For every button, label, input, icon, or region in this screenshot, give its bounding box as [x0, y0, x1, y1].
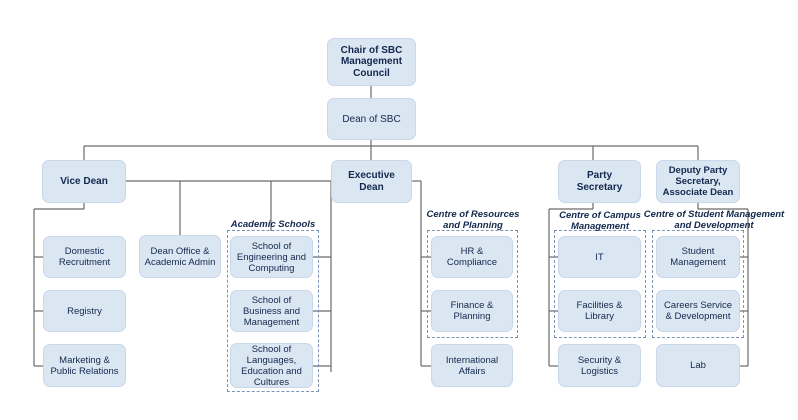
node-careers-service: Careers Service & Development	[656, 290, 740, 332]
node-dean: Dean of SBC	[327, 98, 416, 140]
label-student-management: Centre of Student Management and Develop…	[643, 209, 785, 231]
node-chair: Chair of SBC Management Council	[327, 38, 416, 86]
group-student-management	[652, 230, 744, 338]
group-academic-schools	[227, 230, 319, 392]
node-party-secretary: Party Secretary	[558, 160, 641, 203]
node-vice-dean: Vice Dean	[42, 160, 126, 203]
node-school-languages: School of Languages, Education and Cultu…	[230, 343, 313, 388]
label-resources-planning: Centre of Resources and Planning	[426, 209, 520, 231]
node-hr-compliance: HR & Compliance	[431, 236, 513, 278]
node-finance-planning: Finance & Planning	[431, 290, 513, 332]
node-facilities-library: Facilities & Library	[558, 290, 641, 332]
node-security-logistics: Security & Logistics	[558, 344, 641, 387]
node-student-management: Student Management	[656, 236, 740, 278]
node-dean-office: Dean Office & Academic Admin	[139, 235, 221, 278]
label-academic-schools: Academic Schools	[230, 219, 316, 230]
node-registry: Registry	[43, 290, 126, 332]
node-executive-dean: Executive Dean	[331, 160, 412, 203]
group-campus-management	[554, 230, 646, 338]
node-it: IT	[558, 236, 641, 278]
node-school-business: School of Business and Management	[230, 290, 313, 332]
group-resources-planning	[427, 230, 518, 338]
label-campus-management: Centre of Campus Management	[559, 210, 641, 232]
node-international-affairs: International Affairs	[431, 344, 513, 387]
node-marketing-pr: Marketing & Public Relations	[43, 344, 126, 387]
node-deputy-party-secretary: Deputy Party Secretary, Associate Dean	[656, 160, 740, 203]
node-school-engineering: School of Engineering and Computing	[230, 236, 313, 278]
node-lab: Lab	[656, 344, 740, 387]
node-domestic-recruitment: Domestic Recruitment	[43, 236, 126, 278]
